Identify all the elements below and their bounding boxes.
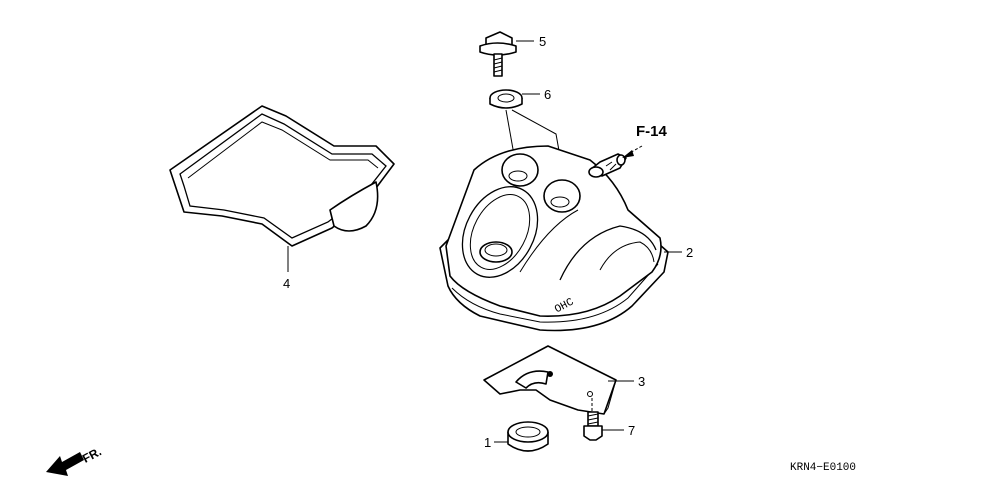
cover-bolt: [479, 31, 517, 77]
seal-ring: [507, 421, 549, 452]
callout-5: 5: [539, 34, 546, 49]
reference-arrow: [622, 145, 643, 158]
callout-7: 7: [628, 423, 635, 438]
front-direction-label: FR.: [80, 444, 104, 465]
breather-plate: [483, 345, 617, 415]
callout-1: 1: [484, 435, 491, 450]
callout-4: 4: [283, 276, 290, 291]
head-cover-gasket: [169, 105, 395, 247]
reference-label: F-14: [636, 123, 668, 140]
callout-6: 6: [544, 87, 551, 102]
cylinder-head-cover: [439, 145, 669, 332]
diagram-code: KRN4−E0100: [790, 462, 856, 474]
front-direction-arrow-icon: [46, 452, 84, 476]
sealing-washer: [489, 89, 523, 109]
plate-screw: [583, 411, 603, 441]
callout-2: 2: [686, 245, 693, 260]
callout-3: 3: [638, 374, 645, 389]
